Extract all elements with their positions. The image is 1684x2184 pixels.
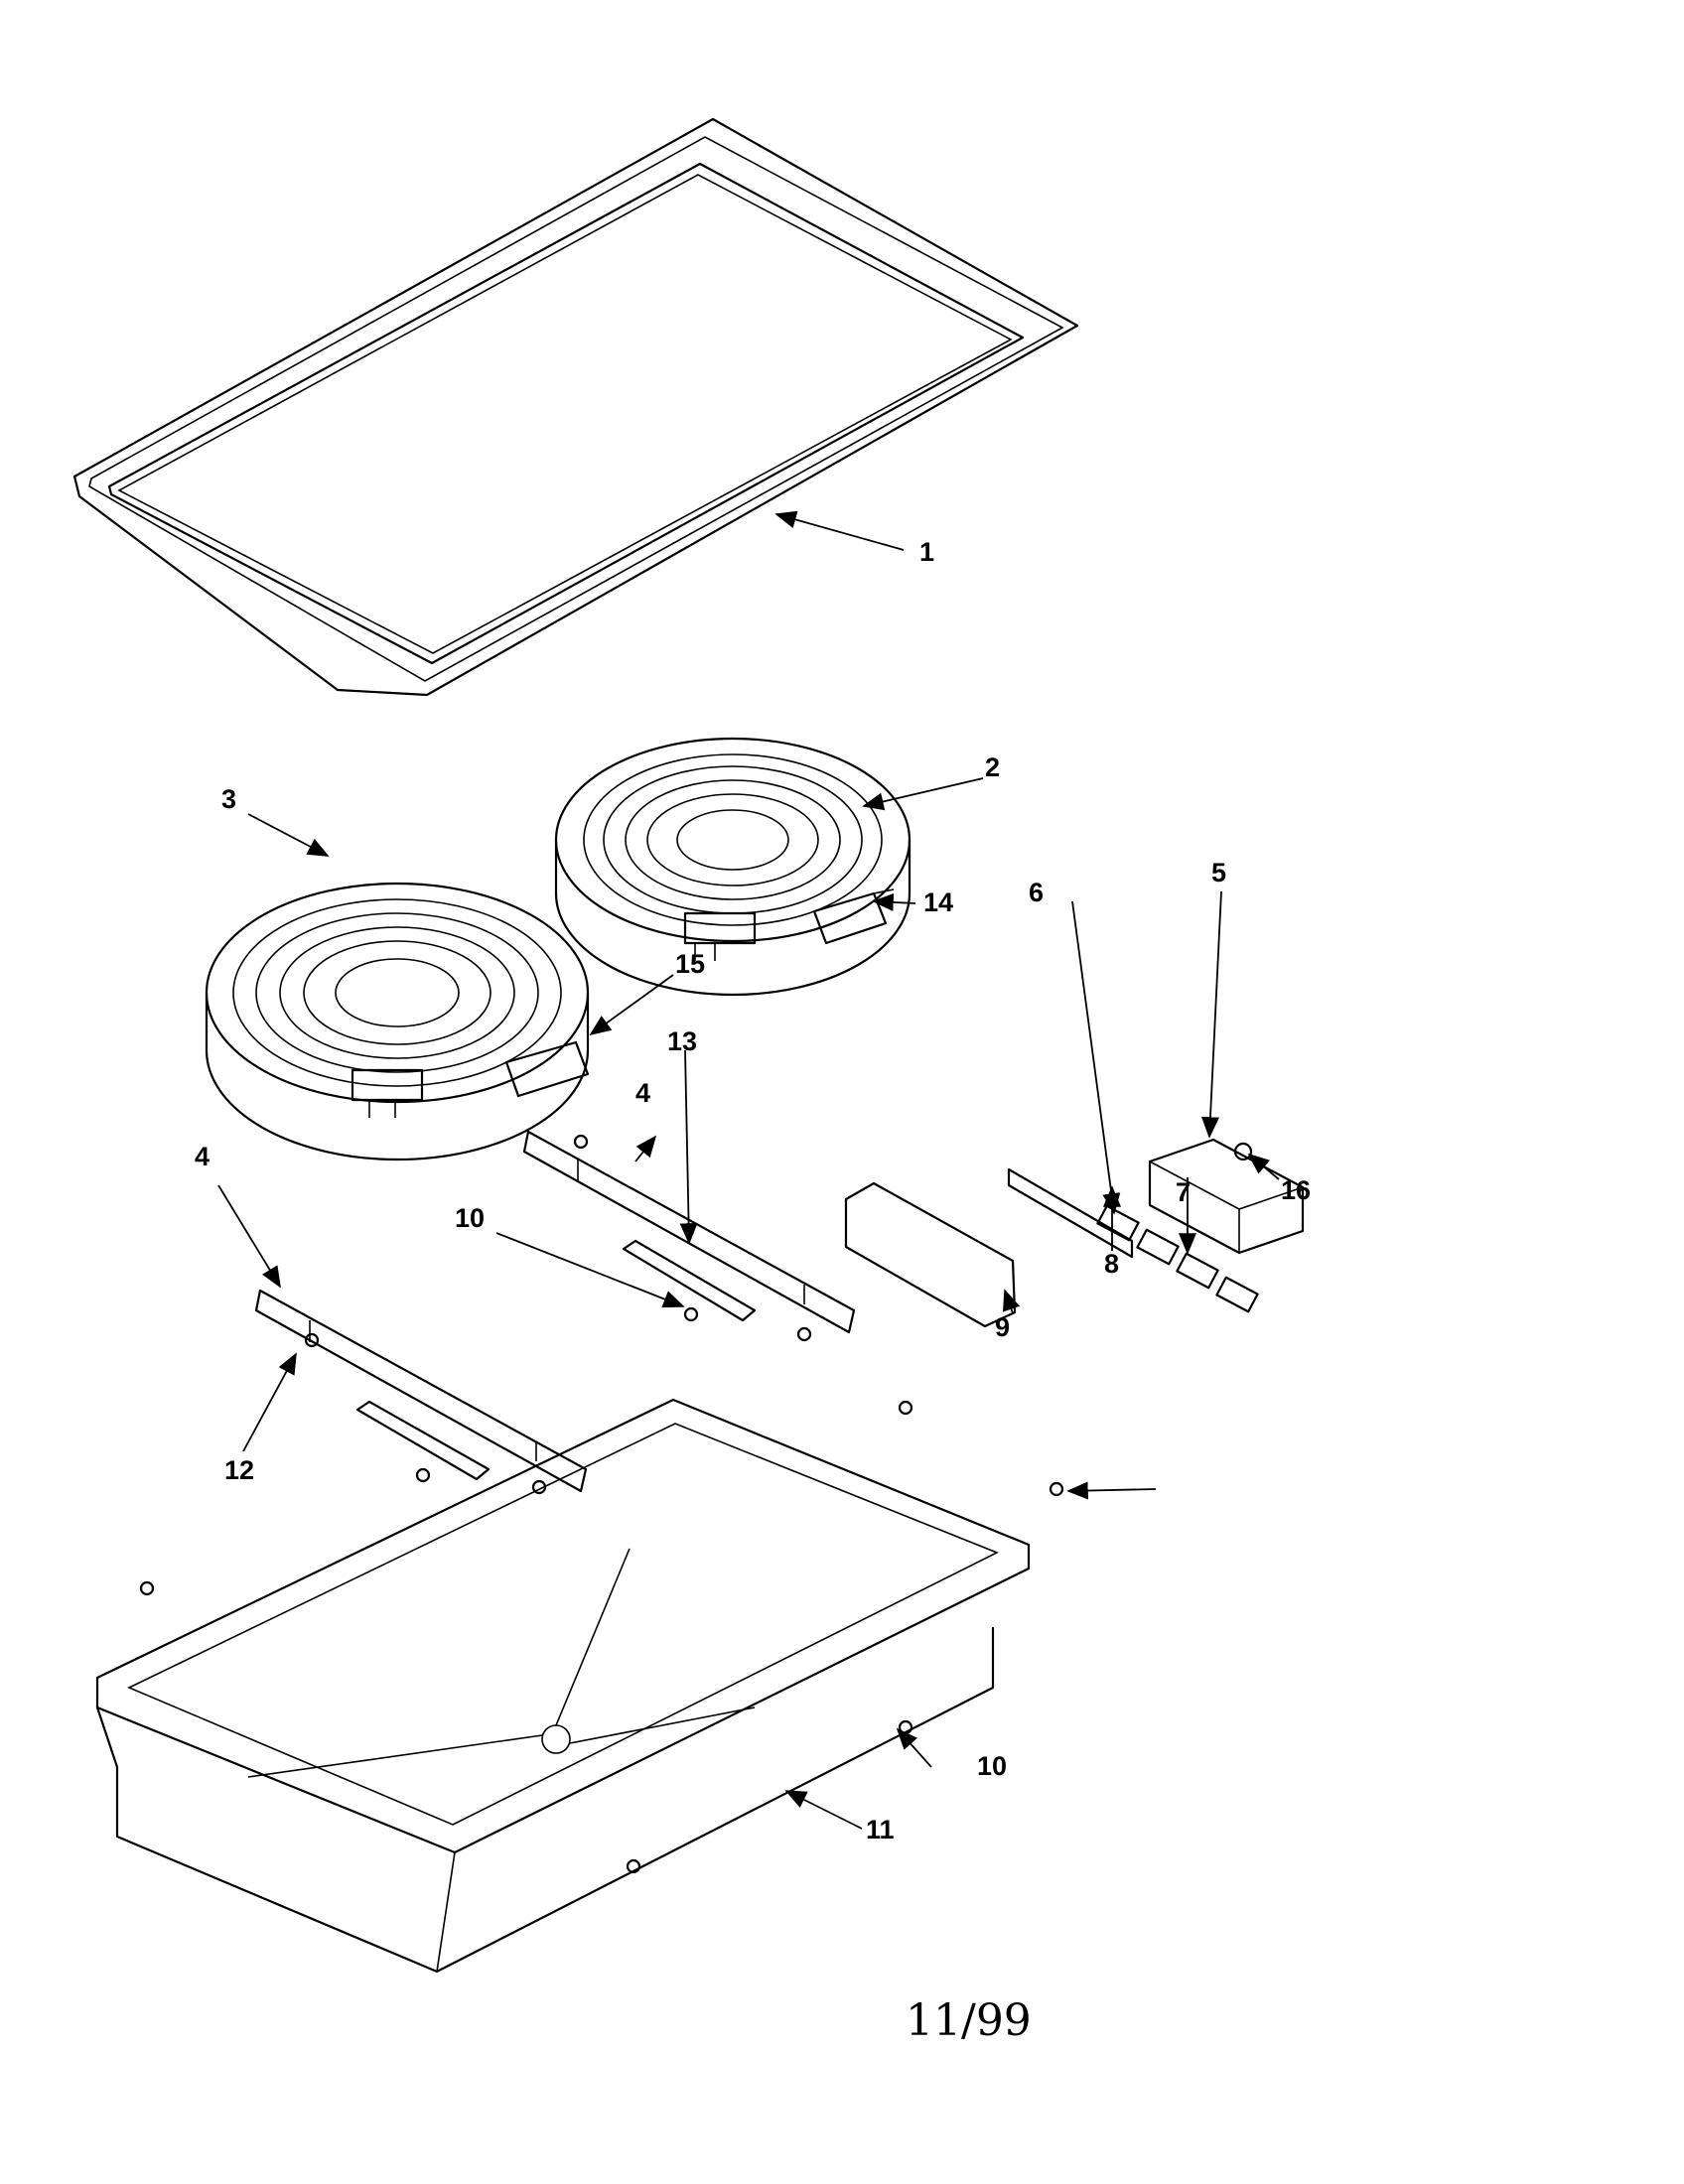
callout-4-rear: 4	[635, 1078, 650, 1108]
limiter-rear	[812, 888, 895, 945]
callout-11: 11	[866, 1815, 895, 1844]
callout-10-lower: 10	[977, 1751, 1007, 1781]
callout-16: 16	[1281, 1175, 1311, 1205]
terminal-bracket	[844, 1181, 1017, 1328]
callout-6: 6	[1029, 878, 1044, 907]
callout-1: 1	[919, 537, 934, 567]
terminal-clips	[1096, 1204, 1259, 1313]
callout-5: 5	[1211, 858, 1226, 887]
callout-14: 14	[923, 887, 953, 917]
terminal-block	[1148, 1138, 1305, 1255]
radiant-element-front	[205, 882, 590, 1161]
chassis-pan	[95, 1398, 1031, 1974]
callout-3: 3	[221, 784, 236, 814]
support-bracket-rear	[522, 1130, 856, 1334]
callout-2: 2	[985, 752, 1000, 782]
date-code: 11/99	[906, 1995, 1032, 2046]
limiter-front	[504, 1040, 590, 1098]
callout-7: 7	[1176, 1177, 1191, 1207]
chassis-screws	[139, 1134, 1064, 1874]
terminal-screw	[1233, 1142, 1253, 1161]
callout-4-front: 4	[195, 1142, 210, 1171]
bracket-clip-front	[355, 1400, 491, 1481]
callout-10-upper: 10	[455, 1203, 485, 1233]
leader-lines	[217, 510, 1280, 1830]
callout-13: 13	[667, 1026, 697, 1056]
insulator-strip	[1007, 1167, 1134, 1259]
bracket-clip-rear	[622, 1239, 757, 1322]
support-bracket-front	[254, 1289, 588, 1493]
radiant-element-rear	[554, 737, 912, 997]
callout-8: 8	[1104, 1249, 1119, 1279]
callout-15: 15	[675, 949, 705, 979]
callout-12: 12	[224, 1455, 254, 1485]
glass-cooktop-part	[72, 117, 1079, 697]
callout-9: 9	[995, 1312, 1010, 1342]
